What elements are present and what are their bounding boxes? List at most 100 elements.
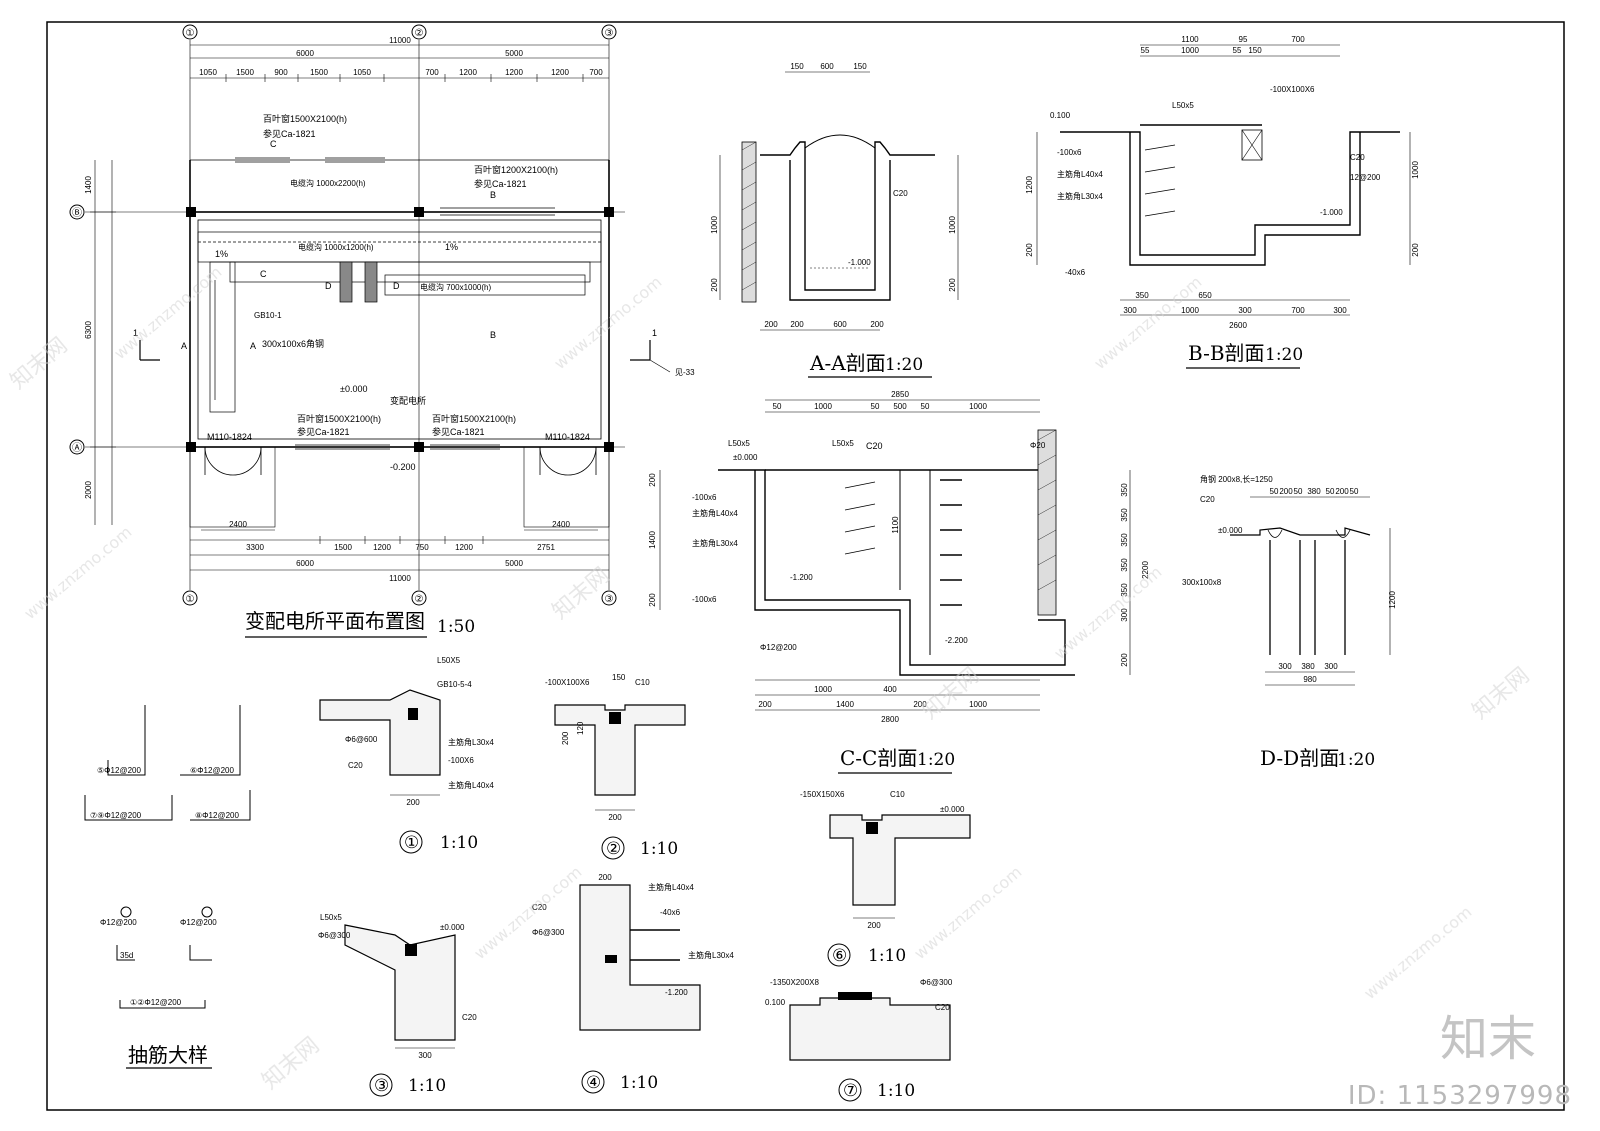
det6-num: ⑥ xyxy=(832,946,847,966)
bb-dim-top: 1100 xyxy=(1181,35,1199,44)
dim-left-2: 6300 xyxy=(84,321,93,339)
dim-bottom-seg-2: 5000 xyxy=(505,559,523,568)
watermark-id: ID: 1153297998 xyxy=(1347,1081,1572,1111)
cc-level-2: -2.200 xyxy=(945,636,968,645)
det3-num: ③ xyxy=(374,1076,389,1096)
d4-flat: -40x6 xyxy=(660,908,681,917)
detail-6: -150X150X6 C10 ±0.000 200 ⑥ 1:10 xyxy=(800,790,971,967)
bb-dim-top2: 55 xyxy=(1141,46,1150,55)
door-width-left: 2400 xyxy=(229,520,247,529)
aa-dim-side-right: 1000 xyxy=(948,216,957,234)
sheet-border xyxy=(46,21,1565,1111)
aa-dim-bottom: 200 xyxy=(870,320,884,329)
detail-7: -1350X200X8 Φ6@300 C20 0.100 ⑦ 1:10 xyxy=(765,978,953,1102)
top-dimensions xyxy=(190,44,609,82)
room-name: 变配电所 xyxy=(390,395,426,406)
dd-dim-top: 50 xyxy=(1270,487,1279,496)
aa-dim-side-right: 200 xyxy=(948,278,957,292)
slope-2: 1% xyxy=(445,242,458,252)
windows-north xyxy=(235,157,555,216)
d2-dim: 200 xyxy=(561,731,570,745)
door-label-right: M110-1824 xyxy=(545,432,590,442)
d2-plate: -100X100X6 xyxy=(545,678,590,687)
cc-total-bottom: 2800 xyxy=(881,715,899,724)
dim-top-total: 11000 xyxy=(389,36,411,45)
bar-3: Φ12@200 xyxy=(100,918,137,927)
aa-dim-side: 200 xyxy=(710,278,719,292)
d6-plate: -150X150X6 xyxy=(800,790,845,799)
aa-dim-bottom: 200 xyxy=(764,320,778,329)
det7-num: ⑦ xyxy=(843,1081,858,1101)
axis-3-bottom: ③ xyxy=(605,594,614,605)
dd-total: 980 xyxy=(1303,675,1317,684)
d7-level: 0.100 xyxy=(765,998,786,1007)
section-mark-right: 1 xyxy=(652,328,657,338)
d1-width: 200 xyxy=(406,798,420,807)
cc-dim-top: 1000 xyxy=(814,402,832,411)
bar-6: ⑥Φ12@200 xyxy=(190,766,234,775)
cc-dim-top: 500 xyxy=(893,402,907,411)
cc-total-top: 2850 xyxy=(891,390,909,399)
cc-dim-bottom: 1400 xyxy=(836,700,854,709)
det4-num: ④ xyxy=(586,1073,601,1093)
d3-rebar: Φ6@300 xyxy=(318,931,351,940)
door-width-right: 2400 xyxy=(552,520,570,529)
window-label-3: 百叶窗1500X2100(h) xyxy=(297,413,381,424)
cc-dim-right: 350 xyxy=(1120,508,1129,522)
det1-scale: 1:10 xyxy=(440,833,478,853)
level-floor: ±0.000 xyxy=(340,384,367,394)
aa-scale: 1:20 xyxy=(885,355,923,375)
section-dd: 角钢 200x8,长=1250 C20 300x100x8 ±0.000 50 … xyxy=(1182,474,1397,770)
d4-angle: 主筋角L40x4 xyxy=(648,882,694,892)
cc-dim-bottom-inner: 400 xyxy=(883,685,897,694)
section-cut-1 xyxy=(139,340,671,373)
cc-dim-right: 350 xyxy=(1120,558,1129,572)
d4-c20: C20 xyxy=(532,903,547,912)
d1-l50: L50X5 xyxy=(437,656,461,665)
floor-plan: ① ② ③ ① ② ③ Ⓑ Ⓐ xyxy=(69,24,695,638)
bar-5: ⑤Φ12@200 xyxy=(97,766,141,775)
dim-detail: 1500 xyxy=(334,543,352,552)
dim-detail: 3300 xyxy=(246,543,264,552)
dd-dim-bottom: 300 xyxy=(1324,662,1338,671)
bb-dim-right: 200 xyxy=(1411,243,1420,257)
cc-dim-right: 350 xyxy=(1120,533,1129,547)
d2-width: 200 xyxy=(608,813,622,822)
d1-gb: GB10-5-4 xyxy=(437,680,472,689)
bottom-dimensions xyxy=(190,529,609,571)
bar-79: ⑦⑨Φ12@200 xyxy=(90,811,142,820)
d2-c10: C10 xyxy=(635,678,650,687)
bb-dim-top: 95 xyxy=(1239,35,1248,44)
d1-plate: -100X6 xyxy=(448,756,474,765)
dim-detail: 750 xyxy=(415,543,429,552)
cc-dim-bottom: 1000 xyxy=(969,700,987,709)
bb-c20: C20 xyxy=(1350,153,1365,162)
dim-detail: 700 xyxy=(589,68,603,77)
aa-title: A-A剖面 xyxy=(809,351,886,375)
d7-c20: C20 xyxy=(935,1003,950,1012)
plan-scale: 1:50 xyxy=(437,617,475,637)
bar-12: ①②Φ12@200 xyxy=(130,998,182,1007)
cc-c20: C20 xyxy=(866,441,883,451)
dd-title: D-D剖面 xyxy=(1260,746,1339,770)
cc-dim-right: 300 xyxy=(1120,608,1129,622)
dim-detail: 2751 xyxy=(537,543,555,552)
det2-scale: 1:10 xyxy=(640,839,678,859)
dd-dim-top: 50 xyxy=(1294,487,1303,496)
dd-dim-top: 50 xyxy=(1326,487,1335,496)
cc-dim-left: 200 xyxy=(648,593,657,607)
watermark-cn: 知末网 xyxy=(258,1033,325,1095)
trench-label-3: 电缆沟 1000x2200(h) xyxy=(290,178,366,188)
section-bb: 1100 95 700 55 1000 55 150 L50x5 -100X10… xyxy=(1025,35,1420,369)
det1-num: ① xyxy=(404,833,419,853)
detail-2: -100X100X6 C10 150 200 120 200 ② 1:10 xyxy=(545,673,686,860)
d6-width: 200 xyxy=(867,921,881,930)
bb-dim-bottom: 350 xyxy=(1135,291,1149,300)
watermark-url: www.znzmo.com xyxy=(1360,902,1475,1003)
bb-flat: -100x6 xyxy=(1057,148,1082,157)
axis-bubbles-top: ① ② ③ xyxy=(182,24,617,40)
bb-l50: L50x5 xyxy=(1172,101,1194,110)
d4-rebar: Φ6@300 xyxy=(532,928,565,937)
bar-8: ⑧Φ12@200 xyxy=(195,811,239,820)
dim-detail: 1200 xyxy=(459,68,477,77)
